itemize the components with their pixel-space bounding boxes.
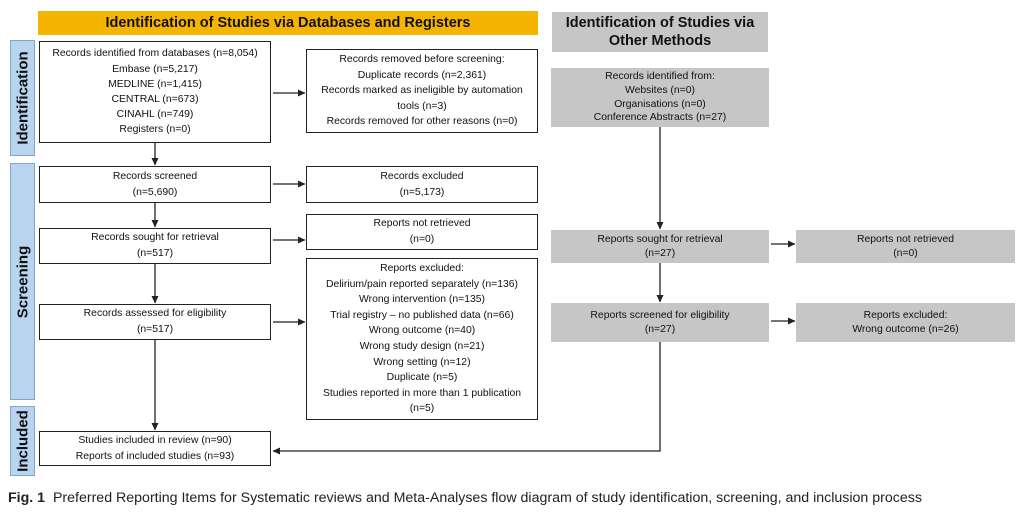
reports-excluded-line: (n=5)	[409, 403, 435, 415]
records-screened-line: Records screened	[112, 170, 198, 182]
other-identified-box: Records identified from: Websites (n=0) …	[551, 68, 769, 127]
reports-excluded-line: Wrong setting (n=12)	[373, 356, 471, 368]
records-removed-line: Records removed for other reasons (n=0)	[326, 116, 518, 128]
records-identified-line: Embase (n=5,217)	[112, 63, 198, 75]
other-methods-header-line1: Identification of Studies via	[565, 15, 755, 31]
reports-excluded-line: Delirium/pain reported separately (n=136…	[325, 278, 519, 290]
other-methods-header-line2: Other Methods	[608, 33, 712, 49]
other-screened-box: Reports screened for eligibility (n=27)	[551, 303, 769, 342]
assessed-eligibility-line: Records assessed for eligibility	[83, 308, 227, 319]
records-excluded-line: (n=5,173)	[399, 186, 445, 198]
other-sought-box: Reports sought for retrieval (n=27)	[551, 230, 769, 263]
other-sought-line: (n=27)	[644, 247, 676, 259]
other-not-retrieved-box: Reports not retrieved (n=0)	[796, 230, 1015, 263]
figure-caption-text: Preferred Reporting Items for Systematic…	[52, 490, 922, 506]
reports-excluded-line: Wrong intervention (n=135)	[358, 294, 485, 306]
other-identified-line: Organisations (n=0)	[614, 98, 706, 110]
other-excluded-box: Reports excluded: Wrong outcome (n=26)	[796, 303, 1015, 342]
records-removed-line: Duplicate records (n=2,361)	[357, 69, 487, 81]
included-box: Studies included in review (n=90) Report…	[39, 431, 271, 466]
sought-retrieval-line: Records sought for retrieval	[91, 232, 219, 243]
stage-screening: Screening	[10, 163, 35, 400]
databases-header-text: Identification of Studies via Databases …	[105, 15, 471, 31]
stage-included: Included	[10, 406, 35, 476]
not-retrieved-box: Reports not retrieved (n=0)	[306, 214, 538, 250]
included-line: Studies included in review (n=90)	[78, 435, 232, 446]
reports-excluded-line: Reports excluded:	[380, 263, 464, 275]
assessed-eligibility-box: Records assessed for eligibility (n=517)	[39, 304, 271, 340]
reports-excluded-line: Studies reported in more than 1 publicat…	[322, 387, 522, 399]
records-identified-box: Records identified from databases (n=8,0…	[39, 41, 271, 143]
figure-caption: Fig. 1 Preferred Reporting Items for Sys…	[8, 490, 922, 506]
figure-caption-label: Fig. 1	[8, 490, 46, 506]
records-removed-line: tools (n=3)	[397, 100, 447, 112]
reports-excluded-line: Wrong outcome (n=40)	[368, 325, 476, 337]
records-removed-line: Records removed before screening:	[339, 54, 505, 66]
sought-retrieval-line: (n=517)	[136, 248, 174, 259]
other-sought-line: Reports sought for retrieval	[597, 233, 723, 245]
reports-excluded-line: Wrong study design (n=21)	[359, 341, 485, 352]
not-retrieved-line: (n=0)	[409, 234, 435, 245]
records-identified-line: Records identified from databases (n=8,0…	[52, 48, 258, 60]
records-identified-line: CENTRAL (n=673)	[111, 94, 199, 105]
databases-header: Identification of Studies via Databases …	[38, 11, 538, 35]
stage-identification: Identification	[10, 40, 35, 156]
records-excluded-line: Records excluded	[380, 170, 464, 182]
not-retrieved-line: Reports not retrieved	[373, 218, 471, 229]
other-excluded-line: Reports excluded:	[863, 309, 948, 321]
other-identified-line: Records identified from:	[605, 70, 715, 82]
reports-excluded-box: Reports excluded: Delirium/pain reported…	[306, 258, 538, 420]
records-screened-box: Records screened (n=5,690)	[39, 166, 271, 203]
records-removed-line: Records marked as ineligible by automati…	[321, 85, 523, 97]
other-identified-line: Conference Abstracts (n=27)	[593, 112, 727, 124]
records-identified-line: Registers (n=0)	[119, 124, 191, 136]
included-line: Reports of included studies (n=93)	[75, 450, 235, 462]
reports-excluded-line: Duplicate (n=5)	[386, 372, 458, 384]
records-excluded-box: Records excluded (n=5,173)	[306, 166, 538, 203]
other-methods-header: Identification of Studies via Other Meth…	[552, 12, 768, 52]
records-screened-line: (n=5,690)	[132, 186, 178, 198]
other-screened-line: (n=27)	[644, 323, 676, 335]
other-identified-line: Websites (n=0)	[625, 84, 695, 96]
records-identified-line: CINAHL (n=749)	[116, 109, 194, 121]
reports-excluded-line: Trial registry – no published data (n=66…	[330, 309, 514, 321]
records-identified-line: MEDLINE (n=1,415)	[108, 78, 202, 90]
records-removed-box: Records removed before screening: Duplic…	[306, 49, 538, 133]
other-excluded-line: Wrong outcome (n=26)	[852, 323, 959, 335]
other-screened-line: Reports screened for eligibility	[590, 309, 730, 321]
other-not-retrieved-line: Reports not retrieved	[856, 233, 955, 245]
sought-retrieval-box: Records sought for retrieval (n=517)	[39, 228, 271, 264]
arrow-other-screened-to-included	[272, 342, 661, 455]
assessed-eligibility-line: (n=517)	[136, 324, 174, 335]
other-not-retrieved-line: (n=0)	[893, 247, 918, 259]
